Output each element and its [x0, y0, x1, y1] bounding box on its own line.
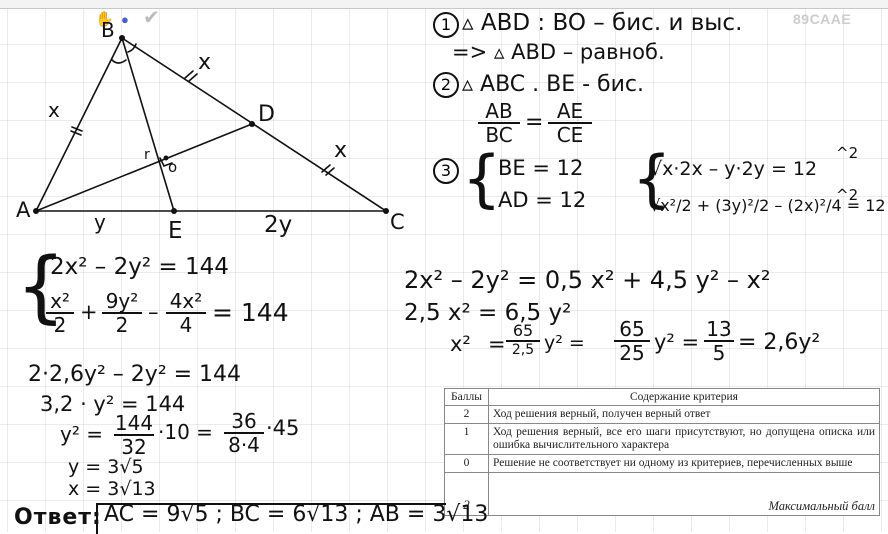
criteria-row: 2 Ход решения верный, получен верный отв… — [444, 405, 880, 424]
work-right-line-3-mid: y² = — [544, 332, 585, 354]
criteria-row: 1 Ход решения верный, все его шаги прису… — [444, 423, 880, 455]
criteria-text: Решение не соответствует ни одному из кр… — [488, 454, 880, 473]
work-right-line-3-lhs: x² — [450, 332, 471, 356]
root-equation-1: √x·2x – y·2y = 12 — [650, 158, 818, 180]
answer-box — [96, 503, 446, 534]
point-o-label: o — [168, 158, 178, 176]
work-left-line-3-end: ·45 — [266, 416, 300, 440]
work-left-line-3-mid: ·10 = — [158, 420, 213, 444]
work-left-line-3-lhs: y² = — [60, 422, 103, 446]
step-2-equals: = — [525, 110, 544, 135]
step-1-number: 1 — [433, 12, 459, 38]
top-toolbar — [0, 0, 888, 9]
answer-text: AC = 9√5 ; BC = 6√13 ; AB = 3√13 — [104, 502, 489, 527]
system-rhs: = 144 — [212, 298, 289, 327]
criteria-text: Ход решения верный, все его шаги присутс… — [488, 423, 880, 455]
hand-icon[interactable]: ✋ — [95, 11, 114, 28]
side-ae-label: y — [94, 210, 106, 234]
right-system-brace: { — [632, 142, 672, 215]
criteria-header-points: Баллы — [444, 388, 489, 406]
work-right-line-1: 2x² – 2y² = 0,5 x² + 4,5 y² – x² — [404, 266, 771, 294]
work-right-line-3-result: = 2,6y² — [738, 330, 821, 355]
step-3-number: 3 — [433, 158, 459, 184]
criteria-points: 2 — [444, 405, 489, 424]
step-1-line-1: ▵ ABD : BO – бис. и выс. — [462, 10, 743, 36]
criteria-max-row: 2 Максимальный балл — [444, 472, 880, 516]
system-minus: – — [148, 300, 159, 324]
vertex-b-label: B — [101, 18, 115, 42]
criteria-header: Баллы Содержание критерия — [444, 388, 880, 406]
watermark: 89CAAE — [793, 11, 852, 27]
work-left-line-2: 3,2 · y² = 144 — [40, 392, 186, 416]
root-equation-2-power: ^2 — [836, 186, 859, 204]
side-bd-label: x — [198, 50, 212, 75]
side-ec-label: 2y — [264, 212, 293, 238]
work-right-line-2: 2,5 x² = 6,5 y² — [404, 300, 572, 326]
vertex-d-label: D — [258, 102, 275, 127]
work-right-line-3-eq: = — [488, 332, 506, 356]
criteria-table: Баллы Содержание критерия 2 Ход решения … — [444, 388, 880, 516]
system-plus: + — [80, 300, 98, 324]
answer-label: Ответ: — [14, 505, 102, 530]
criteria-header-content: Содержание критерия — [488, 388, 880, 406]
work-left-line-1: 2·2,6y² – 2y² = 144 — [28, 362, 242, 387]
step-3-brace: { — [462, 142, 502, 215]
criteria-points: 1 — [444, 423, 489, 455]
vertex-c-label: C — [390, 210, 405, 234]
step-3-line-1: BE = 12 — [498, 156, 584, 180]
side-dc-label: x — [334, 138, 348, 163]
point-e-label: E — [168, 218, 183, 244]
system-eq-1: 2x² – 2y² = 144 — [50, 254, 229, 280]
check-icon[interactable]: ✔ — [143, 7, 160, 29]
vertex-a-label: A — [16, 198, 31, 222]
step-2-line-1: ▵ ABC . BE - бис. — [462, 72, 645, 97]
step-2-number: 2 — [433, 72, 459, 98]
work-right-line-3-mid2: y² = — [654, 330, 700, 354]
side-ab-label: x — [48, 98, 60, 122]
criteria-text: Ход решения верный, получен верный ответ — [488, 405, 880, 424]
work-left-line-5: x = 3√13 — [68, 478, 156, 500]
step-1-line-2: => ▵ ABD – равноб. — [452, 40, 665, 64]
root-equation-2: √x²/2 + (3y)²/2 – (2x)²/4 = 12 — [650, 196, 886, 215]
step-3-line-2: AD = 12 — [498, 188, 587, 212]
work-left-line-4: y = 3√5 — [68, 456, 144, 478]
criteria-max-label: Максимальный балл — [488, 472, 880, 516]
root-equation-1-power: ^2 — [836, 144, 859, 162]
criteria-max-points: 2 — [444, 472, 489, 516]
criteria-points: 0 — [444, 454, 489, 473]
criteria-row: 0 Решение не соответствует ни одному из … — [444, 454, 880, 473]
point-r-label: r — [144, 147, 150, 163]
dot-icon[interactable]: ● — [121, 12, 129, 27]
